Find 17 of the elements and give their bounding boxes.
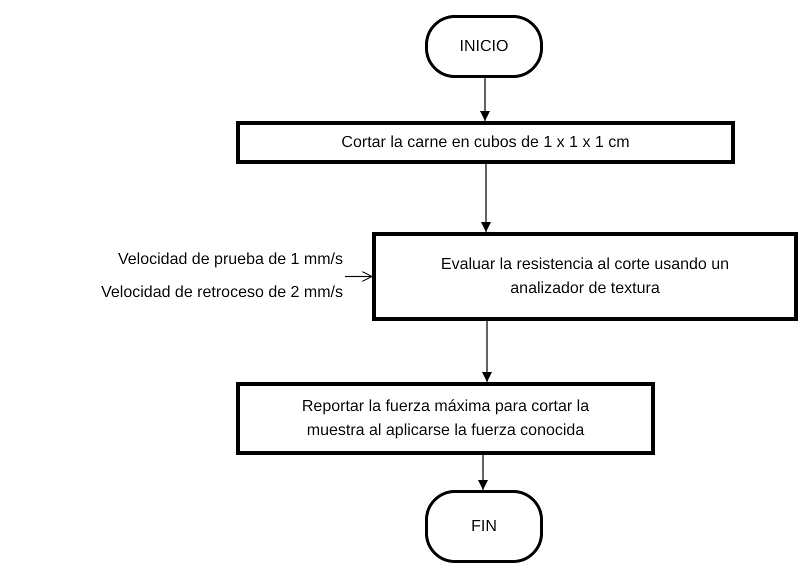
terminal-shape xyxy=(425,15,543,78)
node-label: FIN xyxy=(471,516,497,537)
process-box xyxy=(236,382,655,455)
process-box xyxy=(372,232,798,321)
node-label: Evaluar la resistencia al corte usando un analizador de textura xyxy=(440,255,730,298)
arrow xyxy=(478,455,488,490)
node-label: Reportar la fuerza máxima para cortar la muestra al aplicarse la fuerza conocida xyxy=(300,397,590,440)
arrow xyxy=(482,321,492,382)
node-label: INICIO xyxy=(460,36,508,57)
note-text: Velocidad de retroceso de 2 mm/s xyxy=(101,282,343,303)
arrow xyxy=(345,271,372,282)
node-label: Cortar la carne en cubos de 1 x 1 x 1 cm xyxy=(341,132,630,153)
arrow xyxy=(480,78,490,121)
process-box xyxy=(236,121,735,164)
note-text: Velocidad de prueba de 1 mm/s xyxy=(118,250,343,270)
terminal-shape xyxy=(425,490,543,563)
arrow xyxy=(481,164,491,232)
